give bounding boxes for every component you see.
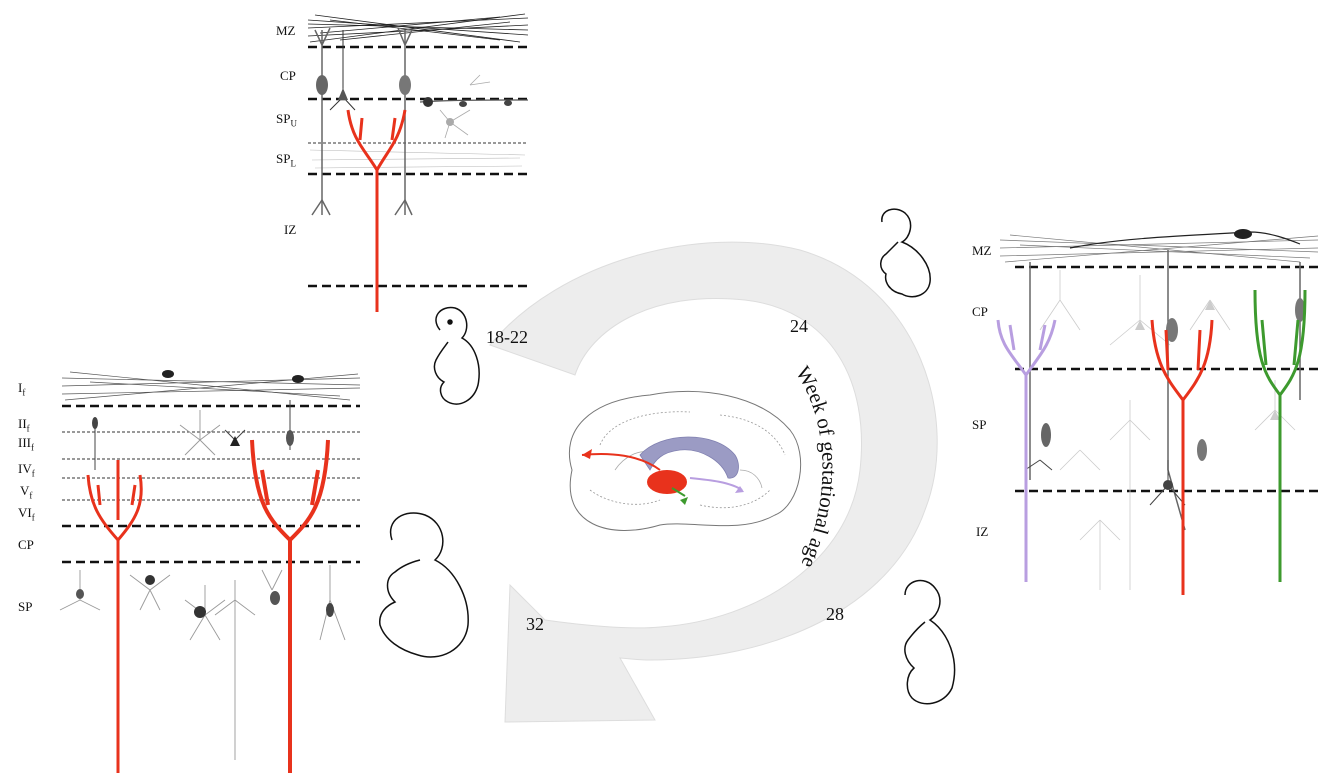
right-label-cp: CP xyxy=(972,304,988,319)
green-axon xyxy=(1253,289,1307,582)
dendritic-trees-left xyxy=(59,410,346,760)
left-label-ii: IIf xyxy=(18,416,30,434)
week-32: 32 xyxy=(526,614,544,634)
gray-neurons-right xyxy=(1039,270,1296,590)
fetus-icon-32 xyxy=(379,512,469,658)
week-28: 28 xyxy=(826,604,844,624)
left-label-iv: IVf xyxy=(18,461,35,479)
left-label-cp: CP xyxy=(18,537,34,552)
tca-axon-left-2 xyxy=(250,439,330,773)
right-label-mz: MZ xyxy=(972,243,992,258)
mz-fibers xyxy=(307,13,529,43)
corpus-callosum xyxy=(639,436,739,479)
left-label-sp: SP xyxy=(18,599,33,614)
thalamus xyxy=(647,470,687,494)
cycle-arrow xyxy=(489,241,938,723)
left-label-iii: IIIf xyxy=(18,435,34,453)
top-label-cp: CP xyxy=(280,68,296,83)
left-label-vi: VIf xyxy=(18,505,35,523)
right-label-iz: IZ xyxy=(976,524,989,539)
top-label-mz: MZ xyxy=(276,23,296,38)
radial-glia xyxy=(311,27,413,216)
left-label-v: Vf xyxy=(20,483,33,501)
fetus-icon-28 xyxy=(904,579,956,705)
left-label-i: If xyxy=(18,380,26,398)
brain-diagram xyxy=(568,390,802,531)
right-label-sp: SP xyxy=(972,417,987,432)
panel-left xyxy=(59,370,361,773)
fetus-icon-18-22 xyxy=(433,306,480,405)
top-label-iz: IZ xyxy=(284,222,297,237)
fetus-icon-24 xyxy=(880,208,931,298)
purple-axon xyxy=(996,319,1057,582)
tca-axon-right xyxy=(1150,319,1214,595)
tca-axon-left-1 xyxy=(86,460,143,773)
panel-right xyxy=(996,229,1319,595)
top-label-spl: SPL xyxy=(276,151,296,169)
panel-top xyxy=(307,13,529,312)
week-18-22: 18-22 xyxy=(486,327,528,347)
top-label-spu: SPU xyxy=(276,111,297,129)
tca-axon-top xyxy=(346,109,407,312)
week-24: 24 xyxy=(790,316,808,336)
